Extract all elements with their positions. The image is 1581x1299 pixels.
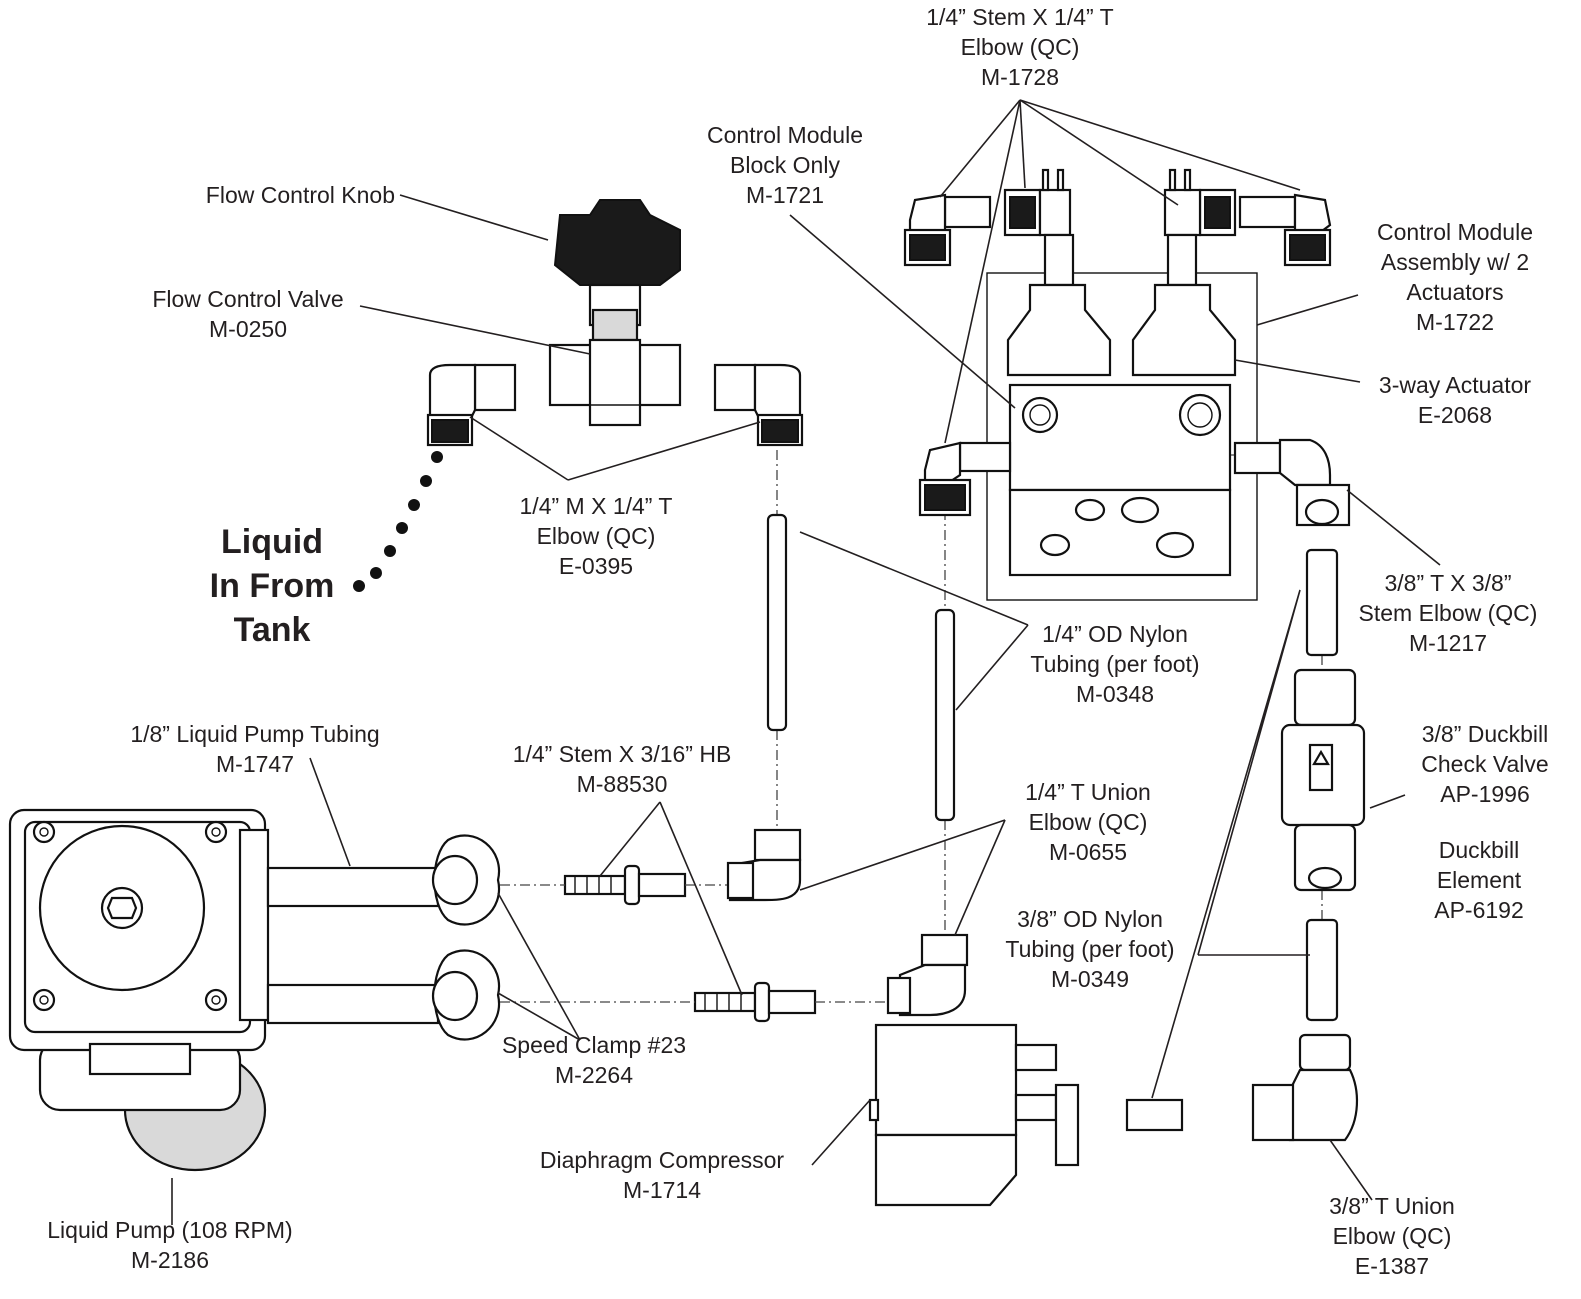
label-line: M-0349	[1051, 966, 1129, 992]
label-line: 3/8” T X 3/8”	[1385, 570, 1512, 596]
label-line: Flow Control Knob	[206, 182, 395, 208]
label-line: M-1747	[216, 751, 294, 777]
label-line: AP-6192	[1434, 897, 1524, 923]
label-line: Tank	[234, 611, 311, 649]
label-stem-elbow-38: 3/8” T X 3/8” Stem Elbow (QC) M-1217	[1359, 570, 1538, 656]
label-line: M-2186	[131, 1247, 209, 1273]
label-line: Block Only	[730, 152, 840, 178]
label-line: Control Module	[1377, 219, 1533, 245]
label-line: Liquid	[221, 523, 323, 561]
liquid-in-dots	[353, 451, 443, 592]
label-line: Tubing (per foot)	[1005, 936, 1174, 962]
label-line: M-88530	[577, 771, 668, 797]
t-union-38-drawing	[1251, 1033, 1359, 1142]
label-line: M-1728	[981, 64, 1059, 90]
label-line: Elbow (QC)	[1333, 1223, 1452, 1249]
label-line: 1/4” Stem X 3/16” HB	[513, 741, 732, 767]
label-line: M-0348	[1076, 681, 1154, 707]
module-side-elbows-drawing	[918, 438, 1351, 527]
label-flow-knob: Flow Control Knob	[206, 182, 395, 208]
label-line: Control Module	[707, 122, 863, 148]
label-line: 1/4” Stem X 1/4” T	[926, 4, 1113, 30]
label-line: M-0655	[1049, 839, 1127, 865]
label-stem-elbow-1728: 1/4” Stem X 1/4” T Elbow (QC) M-1728	[926, 4, 1113, 90]
label-line: Diaphragm Compressor	[540, 1147, 784, 1173]
label-line: Tubing (per foot)	[1030, 651, 1199, 677]
label-line: Liquid Pump (108 RPM)	[47, 1217, 292, 1243]
label-pump: Liquid Pump (108 RPM) M-2186	[47, 1217, 292, 1273]
hose-barb-drawing	[563, 864, 817, 1023]
label-stem-hb: 1/4” Stem X 3/16” HB M-88530	[513, 741, 732, 797]
label-line: M-1714	[623, 1177, 701, 1203]
compressor-drawing	[868, 1023, 1080, 1207]
label-line: 1/4” M X 1/4” T	[520, 493, 673, 519]
label-line: Check Valve	[1421, 751, 1548, 777]
label-line: Elbow (QC)	[961, 34, 1080, 60]
label-line: Duckbill	[1439, 837, 1520, 863]
label-line: 3/8” T Union	[1329, 1193, 1455, 1219]
check-valve-drawing	[1280, 668, 1366, 892]
label-line: M-0250	[209, 316, 287, 342]
tubing-drawing	[766, 513, 1339, 1132]
label-line: M-1721	[746, 182, 824, 208]
t-union-quarter-drawing	[726, 828, 969, 1017]
label-m-t-elbow: 1/4” M X 1/4” T Elbow (QC) E-0395	[520, 493, 673, 579]
label-line: Flow Control Valve	[152, 286, 343, 312]
label-line: In From	[210, 567, 335, 605]
label-line: Assembly w/ 2	[1381, 249, 1529, 275]
label-line: M-1722	[1416, 309, 1494, 335]
liquid-pump-drawing	[8, 808, 440, 1172]
label-line: E-0395	[559, 553, 633, 579]
flow-control-drawing	[548, 199, 682, 427]
label-line: Elbow (QC)	[1029, 809, 1148, 835]
m-t-elbow-drawing	[426, 363, 804, 447]
label-line: Element	[1437, 867, 1522, 893]
label-line: 1/4” OD Nylon	[1042, 621, 1188, 647]
label-line: 3-way Actuator	[1379, 372, 1531, 398]
stem-t-elbow-drawing	[903, 168, 1332, 267]
label-line: 3/8” OD Nylon	[1017, 906, 1163, 932]
speed-clamp-drawing	[431, 834, 501, 1041]
label-line: Stem Elbow (QC)	[1359, 600, 1538, 626]
label-line: Elbow (QC)	[537, 523, 656, 549]
control-module-drawing	[986, 233, 1258, 601]
label-line: 1/8” Liquid Pump Tubing	[130, 721, 379, 747]
label-line: Speed Clamp #23	[502, 1032, 686, 1058]
label-line: 1/4” T Union	[1025, 779, 1151, 805]
label-line: M-1217	[1409, 630, 1487, 656]
label-line: 3/8” Duckbill	[1422, 721, 1549, 747]
label-line: AP-1996	[1440, 781, 1530, 807]
label-line: E-2068	[1418, 402, 1492, 428]
label-line: E-1387	[1355, 1253, 1429, 1279]
leader-lines	[171, 99, 1441, 1225]
label-line: M-2264	[555, 1062, 633, 1088]
callout-labels: 1/4” Stem X 1/4” T Elbow (QC) M-1728 Contr…	[47, 4, 1548, 1279]
label-line: Actuators	[1406, 279, 1503, 305]
